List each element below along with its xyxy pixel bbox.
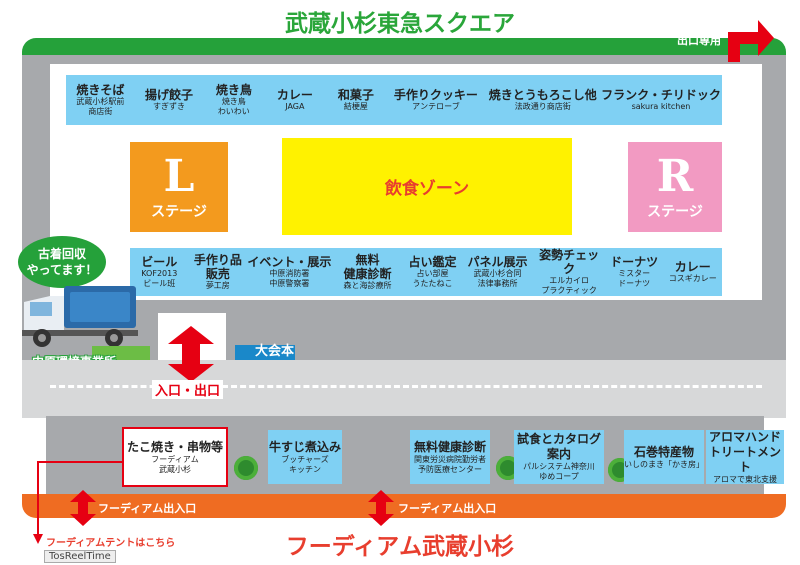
shop-free-health-check: 無料健康診断 関東労災病院勤労者 予防医療センター: [410, 430, 490, 484]
title-tokyu-square: 武蔵小杉東急スクエア: [285, 11, 515, 37]
entrance-label: 入口・出口: [152, 380, 224, 399]
tree-icon: [234, 456, 258, 480]
shop-yakisoba: 焼きそば武蔵小杉駅前商店街: [76, 83, 125, 116]
tent-pointer-line: [30, 456, 130, 546]
gray-lower-right: [226, 300, 786, 360]
clothes-recycle-bubble: 古着回収 やってます！: [18, 236, 106, 288]
title-foodium: フーディアム武蔵小杉: [285, 534, 515, 560]
garbage-truck-icon: [20, 280, 140, 350]
exit-only-label: 出口専用: [677, 34, 721, 47]
watermark-label: TosReelTime: [44, 550, 116, 563]
road-center-line: [50, 385, 762, 388]
shop-age-gyoza: 揚げ餃子すぎずき: [144, 88, 193, 111]
foodium-entrance-label-2: フーディアム出入口: [398, 502, 497, 515]
shop-aroma: アロマハンド トリートメント アロマで東北支援: [706, 430, 784, 484]
r-stage: R ステージ: [628, 142, 722, 232]
shop-yakitori: 焼き鳥焼き鳥わいわい: [215, 83, 252, 116]
foodium-entrance-arrow-icon: [368, 490, 394, 526]
shop-event-exhibit: イベント・展示中原消防署中原警察署: [247, 255, 332, 288]
shop-wagashi: 和菓子結梗屋: [337, 88, 374, 111]
bottom-orange-border: [22, 494, 786, 518]
exit-only-arrow: [676, 18, 776, 62]
shop-handmade: 手作り品販売夢工房: [193, 253, 242, 290]
foodium-tent-label: フーディアムテントはこちら: [46, 538, 176, 549]
road: [22, 360, 786, 418]
shop-takoyaki: たこ焼き・串物等 フーディアム 武蔵小杉: [122, 427, 228, 487]
foodium-entrance-arrow-icon: [70, 490, 96, 526]
foodium-entrance-label-1: フーディアム出入口: [98, 502, 197, 515]
shop-ishinomaki: 石巻特産物 いしのまき「かき房」: [624, 430, 704, 484]
shop-fortune: 占い鑑定占い部屋うたたねこ: [408, 255, 457, 288]
top-green-border: [22, 38, 786, 60]
shop-gyusuji: 牛すじ煮込み ブッチャーズ キッチン: [268, 430, 342, 484]
shop-tasting-catalog: 試食とカタログ案内 パルシステム神奈川 ゆめコープ: [514, 430, 604, 484]
shop-panel-exhibit: パネル展示武蔵小杉合同法律事務所: [467, 255, 528, 288]
shop-kosugi-curry: カレーコスギカレー: [668, 260, 717, 283]
food-zone: 飲食ゾーン: [282, 138, 572, 235]
shop-free-checkup: 無料健康診断森と海診療所: [343, 253, 392, 290]
entrance-arrow-icon: [166, 326, 216, 382]
shop-cookie: 手作りクッキーアンテローブ: [393, 88, 478, 111]
shop-donuts: ドーナツミスタードーナツ: [610, 255, 659, 288]
shop-posture-check: 姿勢チェックエルカイロプラクティック: [539, 248, 600, 295]
shop-yakitomorokoshi: 焼きとうもろこし他法政通り商店街: [488, 88, 597, 111]
l-stage: L ステージ: [130, 142, 228, 232]
